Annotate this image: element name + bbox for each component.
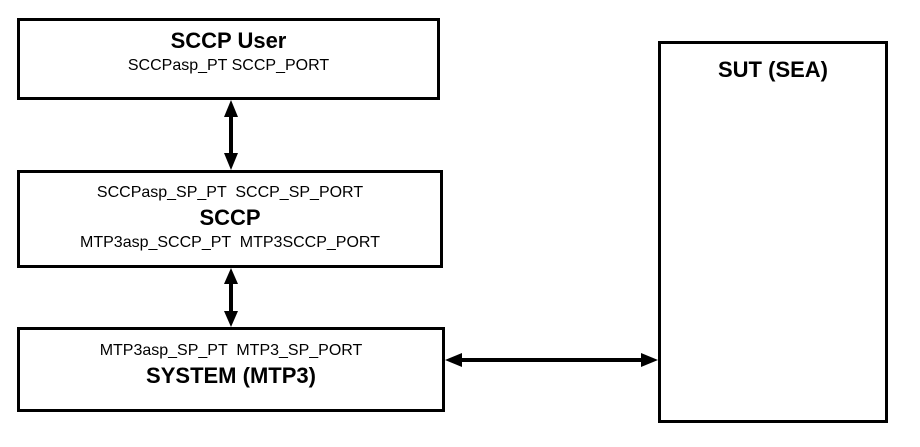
sccp-user-ports: SCCPasp_PT SCCP_PORT bbox=[127, 57, 330, 74]
sccp-box: SCCPasp_SP_PT SCCP_SP_PORT SCCP MTP3asp_… bbox=[17, 170, 443, 268]
sccp-upper-ports: SCCPasp_SP_PT SCCP_SP_PORT bbox=[96, 184, 364, 201]
sccp-user-title: SCCP User bbox=[170, 28, 287, 53]
system-mtp3-box: MTP3asp_SP_PT MTP3_SP_PORT SYSTEM (MTP3) bbox=[17, 327, 445, 412]
sccp-title: SCCP bbox=[199, 205, 261, 230]
double-arrow-system-to-sut-icon bbox=[445, 353, 658, 367]
sut-box: SUT (SEA) bbox=[658, 41, 888, 423]
sut-title: SUT (SEA) bbox=[718, 57, 828, 82]
sccp-user-box: SCCP User SCCPasp_PT SCCP_PORT bbox=[17, 18, 440, 100]
sccp-lower-ports: MTP3asp_SCCP_PT MTP3SCCP_PORT bbox=[80, 234, 380, 251]
system-mtp3-ports: MTP3asp_SP_PT MTP3_SP_PORT bbox=[99, 342, 363, 359]
double-arrow-sccp-to-system-icon bbox=[224, 268, 238, 327]
system-mtp3-title: SYSTEM (MTP3) bbox=[146, 363, 316, 388]
double-arrow-sccp-user-to-sccp-icon bbox=[224, 100, 238, 170]
